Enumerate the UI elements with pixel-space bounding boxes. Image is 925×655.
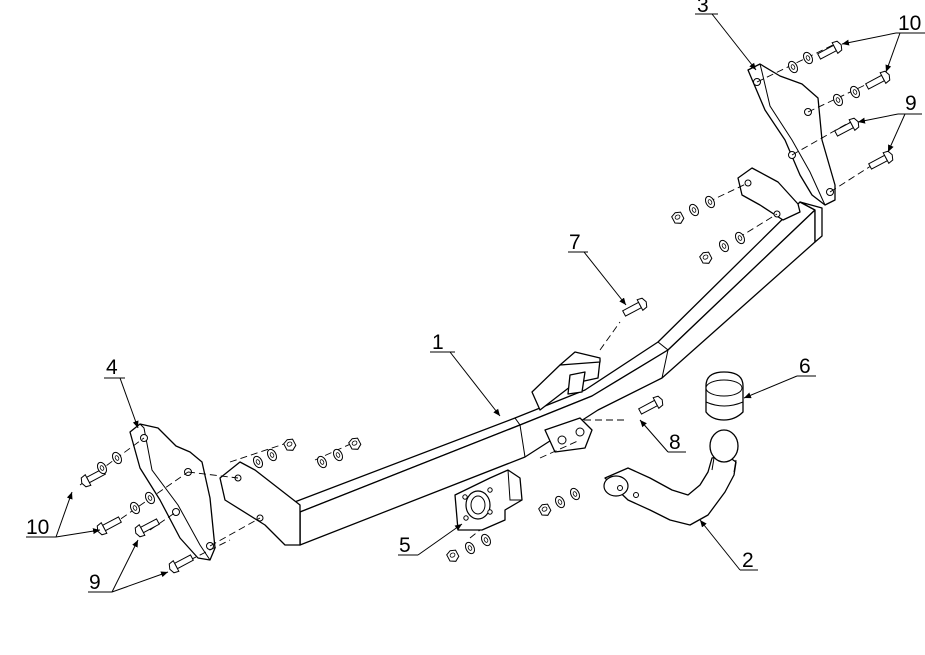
bolt-part-7 xyxy=(620,295,650,320)
right-arm xyxy=(737,167,801,221)
label-part-2: 2 xyxy=(742,549,754,572)
tow-ball-part-2 xyxy=(603,429,739,526)
socket-plate-part-5 xyxy=(454,469,523,531)
label-part-9-left: 9 xyxy=(89,571,101,594)
label-part-10-right: 10 xyxy=(898,12,921,35)
label-part-5: 5 xyxy=(399,534,411,557)
label-part-7: 7 xyxy=(569,231,581,254)
label-part-6: 6 xyxy=(799,355,811,378)
ball-cap-part-6 xyxy=(705,371,744,421)
label-part-10-left: 10 xyxy=(26,516,49,539)
label-part-4: 4 xyxy=(106,356,118,379)
bolt-part-8 xyxy=(636,393,666,418)
label-part-9-right: 9 xyxy=(905,92,917,115)
crossbar-part-1 xyxy=(291,201,823,546)
label-part-8: 8 xyxy=(669,431,681,454)
label-part-1: 1 xyxy=(432,331,444,354)
part-labels: 1 2 3 4 5 6 7 8 9 9 10 10 xyxy=(26,0,921,594)
left-arm xyxy=(219,461,301,546)
leader-lines xyxy=(26,13,925,593)
left-bracket-part-4 xyxy=(129,423,216,561)
label-part-3: 3 xyxy=(697,0,709,17)
